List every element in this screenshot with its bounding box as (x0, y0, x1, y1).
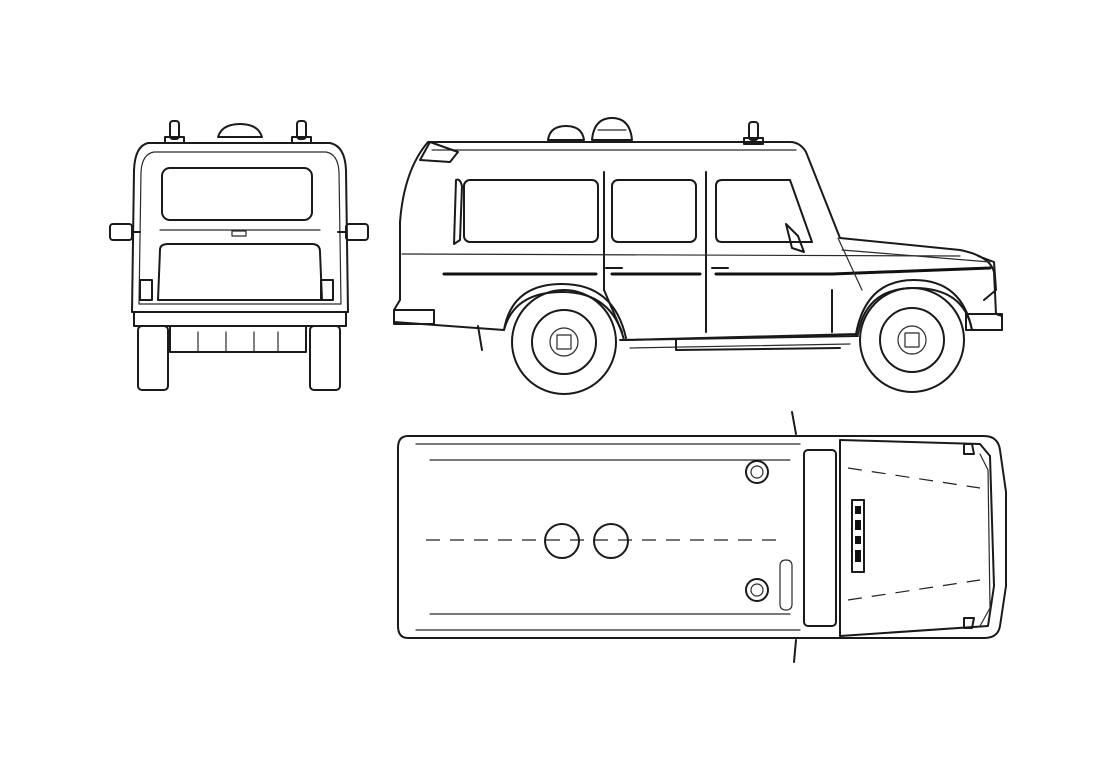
side-roof-vent (591, 117, 633, 141)
rear-beacon-left (164, 120, 185, 144)
rear-roof-vent (217, 123, 263, 138)
roof-hatch-front (593, 523, 629, 559)
rear-view (109, 120, 369, 391)
rear-body-outline (131, 142, 349, 313)
mirror-left (109, 223, 141, 241)
side-wheel-front (859, 287, 965, 393)
side-wheel-rear (511, 289, 617, 395)
tail-light-left (139, 279, 153, 301)
side-window-front (715, 179, 813, 243)
roof-hatch-rear (544, 523, 580, 559)
top-beacon-lower (745, 578, 769, 602)
rear-tyre-left (137, 325, 169, 391)
side-window-middle (611, 179, 697, 243)
tail-light-right (320, 279, 334, 301)
side-stripe (442, 266, 992, 276)
top-windscreen (803, 449, 837, 627)
side-roof-beacon-rear (547, 125, 585, 141)
bonnet-plate (851, 499, 865, 573)
rear-beacon-right (291, 120, 312, 144)
rear-bumper (133, 311, 347, 327)
side-window-rear (463, 179, 599, 243)
side-roof-beacon-front (743, 121, 764, 145)
top-beacon-upper (745, 460, 769, 484)
mirror-right (337, 223, 369, 241)
rear-window (161, 167, 313, 221)
rear-tyre-right (309, 325, 341, 391)
top-view (397, 411, 1007, 663)
front-bumper (965, 313, 1003, 331)
rear-door-panel (157, 243, 323, 301)
top-roof-outline (397, 435, 1007, 639)
side-view (393, 117, 1003, 395)
